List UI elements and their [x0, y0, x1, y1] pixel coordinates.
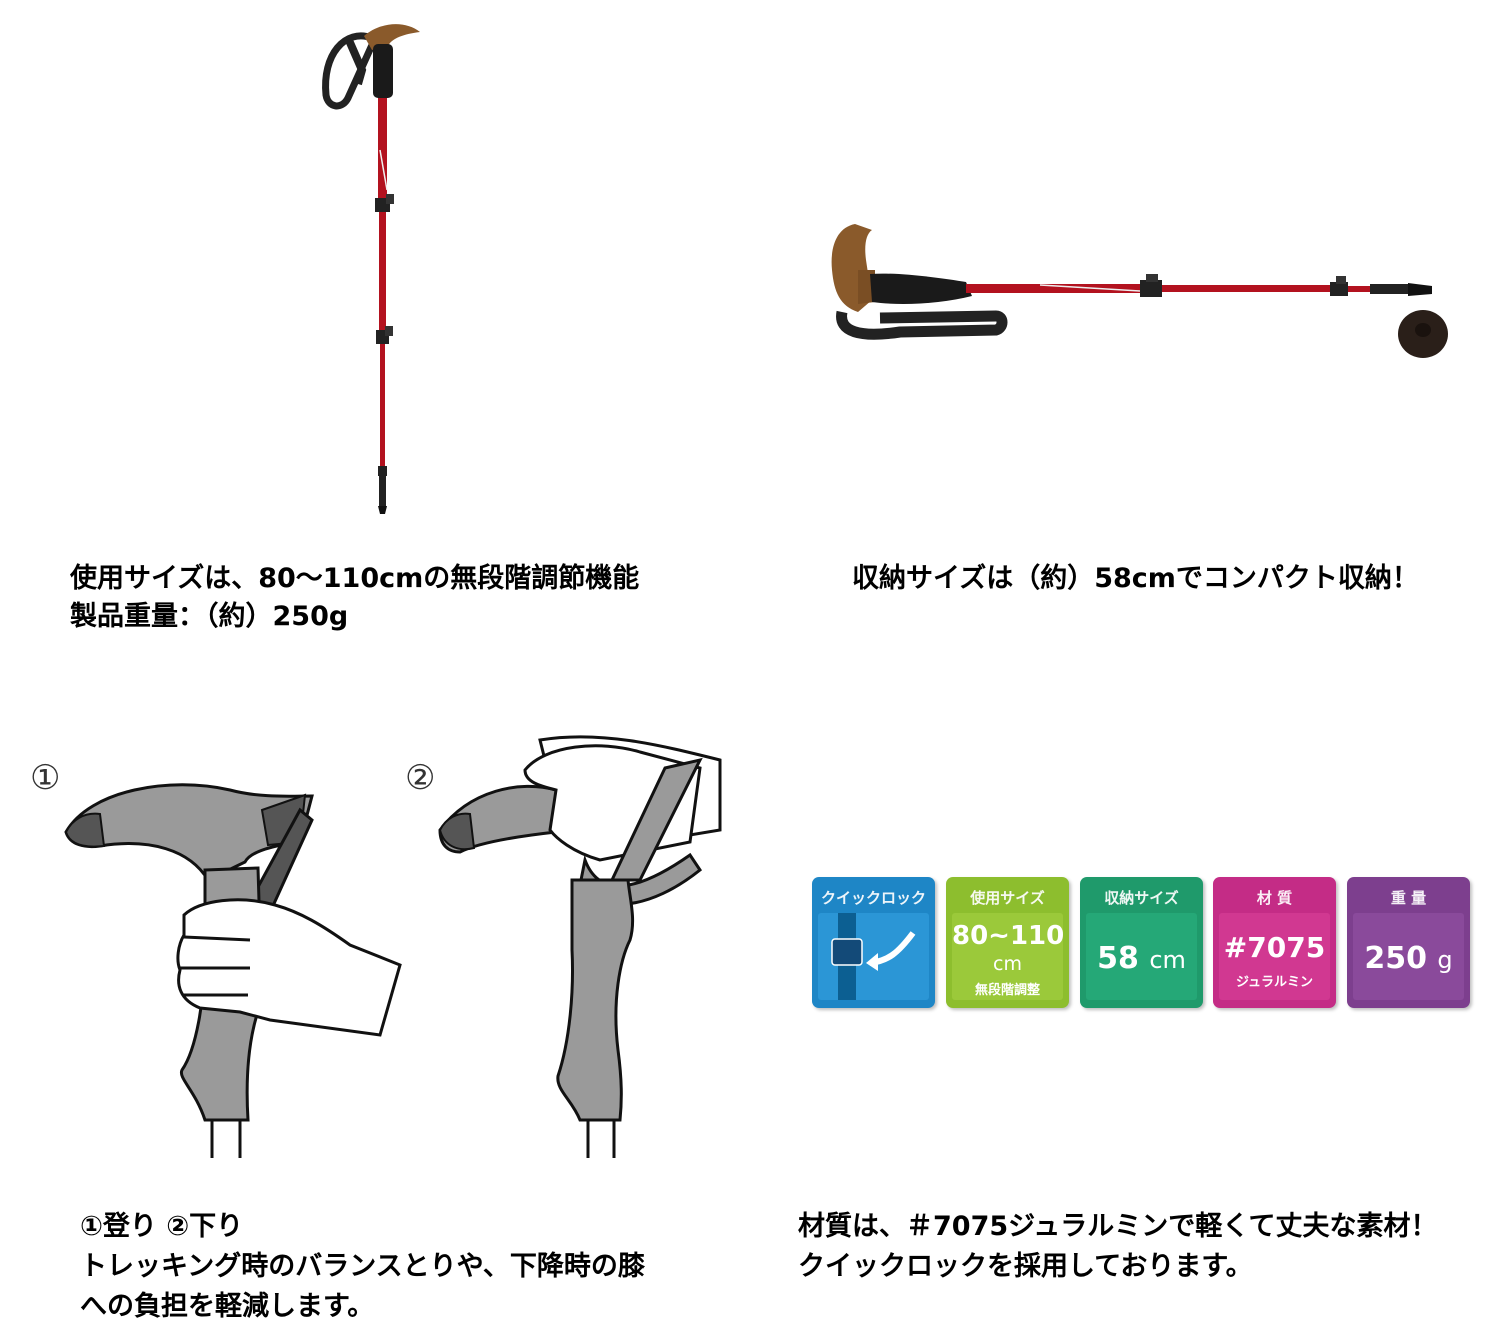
tile-value: 80~110	[952, 921, 1065, 951]
tile-value: 250	[1364, 941, 1427, 976]
tile-value-row: 250 g	[1353, 941, 1464, 976]
tile-header: 重 量	[1390, 889, 1427, 907]
tile-unit: cm	[993, 953, 1022, 975]
spec-tile-stored-size: 収納サイズ 58 cm	[1080, 877, 1203, 1008]
tile-body: 250 g	[1353, 913, 1464, 1000]
tile-body: #7075 ジュラルミン	[1219, 913, 1330, 1000]
collapsed-size-caption: 収納サイズは（約）58cmでコンパクト収納！	[852, 560, 1419, 598]
tile-unit: g	[1437, 946, 1453, 974]
caption-line: 製品重量：（約）250g	[70, 601, 349, 632]
tile-value: #7075	[1223, 931, 1326, 964]
caption-line: 収納サイズは（約）58cmでコンパクト収納！	[852, 563, 1419, 594]
step-marker-1: ①	[30, 758, 61, 798]
tile-header: 材 質	[1256, 889, 1293, 907]
spec-tile-usage-size: 使用サイズ 80~110 cm 無段階調整	[946, 877, 1069, 1008]
quick-lock-icon	[831, 913, 916, 1000]
caption-line: 材質は、＃7075ジュラルミンで軽くて丈夫な素材！	[798, 1211, 1438, 1242]
tile-header: 使用サイズ	[970, 889, 1045, 907]
caption-line: トレッキング時のバランスとりや、下降時の膝	[80, 1251, 645, 1282]
extended-size-caption: 使用サイズは、80～110cmの無段階調節機能 製品重量：（約）250g	[70, 560, 639, 636]
spec-tile-material: 材 質 #7075 ジュラルミン	[1213, 877, 1336, 1008]
tile-value-row: 58 cm	[1086, 941, 1197, 976]
tile-subtext: 無段階調整	[974, 983, 1040, 998]
caption-line: 使用サイズは、80～110cmの無段階調節機能	[70, 563, 640, 594]
tile-body: 80~110 cm 無段階調整	[952, 913, 1065, 1000]
spec-tile-weight: 重 量 250 g	[1347, 877, 1470, 1008]
tile-body: 58 cm	[1086, 913, 1197, 1000]
tile-subtext: ジュラルミン	[1235, 975, 1314, 990]
tile-body	[818, 913, 929, 1000]
usage-caption: ①登り ②下り トレッキング時のバランスとりや、下降時の膝 への負担を軽減します…	[80, 1207, 645, 1327]
step-marker-2: ②	[405, 758, 436, 798]
caption-line: への負担を軽減します。	[80, 1291, 375, 1322]
tile-header: 収納サイズ	[1104, 889, 1179, 907]
caption-line: ①登り ②下り	[80, 1211, 244, 1242]
spec-tile-quick-lock: クイックロック	[812, 877, 935, 1008]
tile-unit: cm	[1149, 946, 1186, 974]
caption-line: クイックロックを採用しております。	[798, 1251, 1253, 1282]
material-caption: 材質は、＃7075ジュラルミンで軽くて丈夫な素材！ クイックロックを採用しており…	[798, 1207, 1437, 1287]
tile-value: 58	[1097, 941, 1139, 976]
tile-header: クイックロック	[820, 889, 926, 907]
